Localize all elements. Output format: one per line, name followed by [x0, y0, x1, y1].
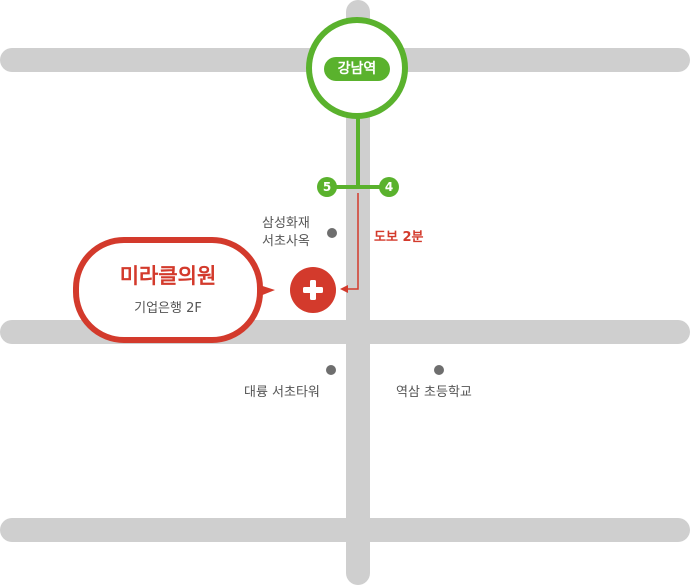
road-horizontal-bottom	[0, 518, 690, 542]
station-pill	[324, 57, 390, 81]
exit-number-4: 4	[384, 180, 394, 194]
clinic-callout	[73, 237, 275, 343]
medical-cross-icon	[290, 267, 336, 313]
exit-badge-5	[317, 177, 337, 197]
station-label: 강남역	[337, 61, 377, 77]
walking-route	[348, 193, 359, 290]
route-arrow-icon	[340, 285, 348, 293]
landmark-dot-samsung	[327, 228, 337, 238]
landmark-samsung-line1: 삼성화재	[262, 216, 310, 231]
landmark-school-label: 역삼 초등학교	[396, 385, 472, 400]
walk-time-label: 도보 2분	[374, 230, 424, 245]
landmark-dot-daeryung	[326, 365, 336, 375]
road-vertical	[346, 0, 370, 585]
station-marker	[306, 17, 408, 119]
landmark-daeryung-label: 대륭 서초타워	[244, 385, 320, 400]
clinic-name: 미라클의원	[119, 264, 217, 288]
landmark-dot-school	[434, 365, 444, 375]
clinic-location-detail: 기업은행 2F	[134, 301, 202, 316]
landmark-samsung-line2: 서초사옥	[262, 234, 310, 249]
exit-badge-4	[379, 177, 399, 197]
exit-number-5: 5	[322, 180, 332, 194]
landmark-samsung-label: 삼성화재 서초사옥	[262, 215, 310, 251]
